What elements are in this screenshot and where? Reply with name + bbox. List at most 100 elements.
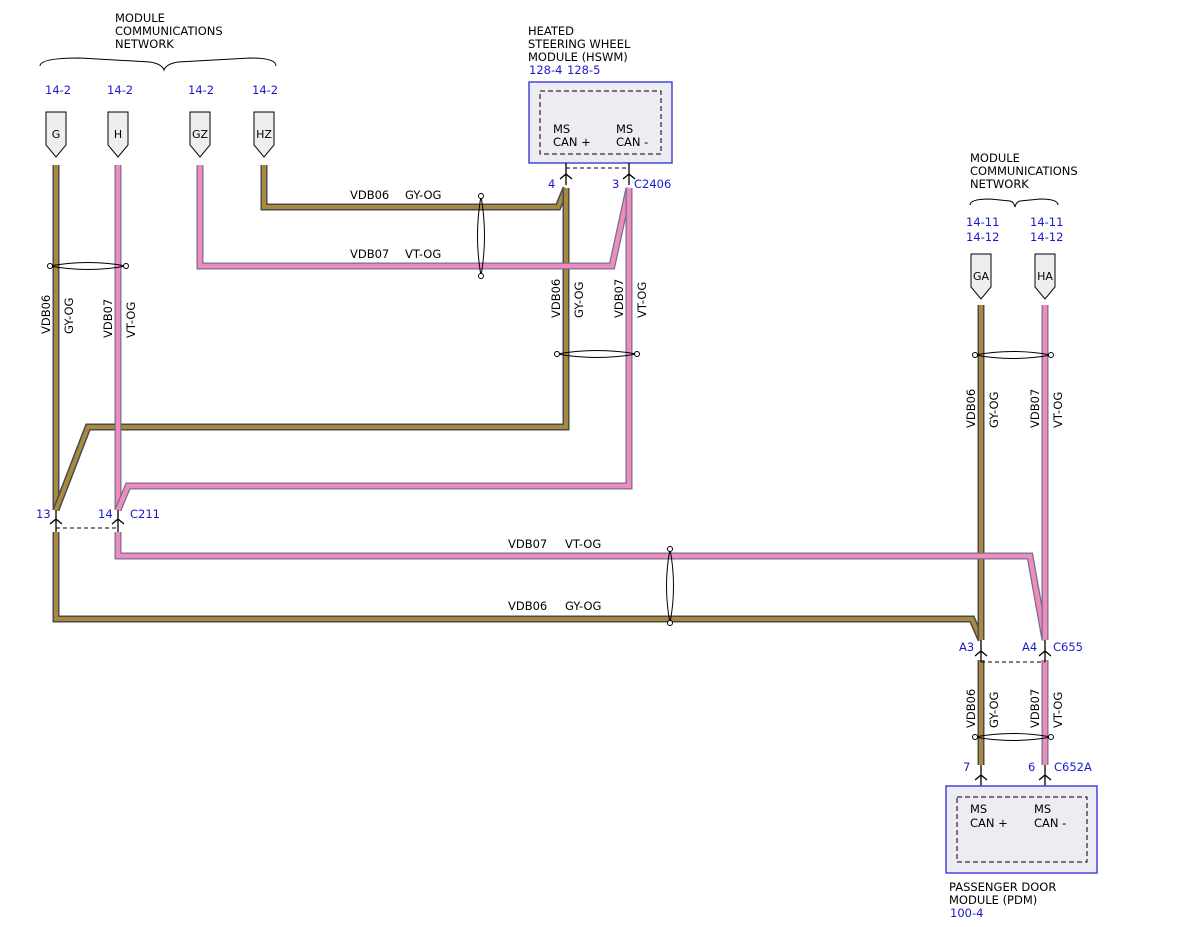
- label-pdm-minus-circuit: VDB07: [1028, 689, 1042, 728]
- hswm-pin-plus-line1: MS: [553, 122, 570, 136]
- label-hz-color: GY-OG: [405, 188, 441, 202]
- network-left-line1: MODULE: [115, 11, 165, 25]
- twisted-pair-symbols: [47, 193, 1054, 741]
- hswm-title-1: HEATED: [528, 24, 574, 38]
- network-brace-left: [39, 57, 277, 72]
- c655-name[interactable]: C655: [1053, 640, 1083, 654]
- hswm-pin-4-icon: [559, 163, 573, 185]
- connector-hz: HZ: [253, 111, 275, 158]
- connector-ga-label: GA: [973, 270, 990, 283]
- hswm-ref-1[interactable]: 128-4: [529, 63, 562, 77]
- hswm-module: MS CAN + MS CAN -: [528, 81, 673, 164]
- label-h-color: VT-OG: [124, 302, 138, 338]
- pdm-pin-minus-num: 6: [1028, 760, 1035, 774]
- label-c211-minus-color: VT-OG: [565, 537, 601, 551]
- label-gz-color: VT-OG: [405, 247, 441, 261]
- hswm-connector-c2406[interactable]: C2406: [634, 177, 671, 191]
- network-label-right: MODULE COMMUNICATIONS NETWORK: [970, 151, 1078, 191]
- connector-hz-label: HZ: [256, 128, 272, 141]
- hswm-pin-plus-line2: CAN +: [553, 135, 591, 149]
- pdm-pin-7-icon: [974, 765, 988, 786]
- c211-name[interactable]: C211: [130, 507, 160, 521]
- network-right-line2: COMMUNICATIONS: [970, 164, 1078, 178]
- pdm-title-2: MODULE (PDM): [949, 893, 1037, 907]
- label-c211-minus-circuit: VDB07: [508, 537, 547, 551]
- hswm-ref-2[interactable]: 128-5: [567, 63, 600, 77]
- pdm-pin-plus-num: 7: [963, 760, 970, 774]
- network-right-line1: MODULE: [970, 151, 1020, 165]
- wires-vdb07: [114, 165, 1049, 765]
- ref-g[interactable]: 14-2: [45, 83, 71, 97]
- pdm-pin-plus-line1: MS: [970, 802, 987, 816]
- c211-pin-a: 13: [36, 507, 51, 521]
- connector-h-label: H: [114, 128, 122, 141]
- label-ga-color: GY-OG: [987, 392, 1001, 428]
- ref-ga-1[interactable]: 14-11: [966, 215, 999, 229]
- hswm-label: HEATED STEERING WHEEL MODULE (HSWM) 128-…: [528, 24, 631, 77]
- hswm-title-2: STEERING WHEEL: [528, 37, 631, 51]
- connector-c211: 13 14 C211: [36, 507, 160, 532]
- connector-ha-label: HA: [1037, 270, 1053, 283]
- connector-ga: GA: [970, 253, 992, 300]
- c211-pin-b: 14: [98, 507, 113, 521]
- connector-g-label: G: [52, 128, 61, 141]
- label-hz-circuit: VDB06: [350, 188, 389, 202]
- label-pdm-plus-circuit: VDB06: [964, 689, 978, 728]
- c655-pin-a: A3: [959, 640, 974, 654]
- pdm-label: PASSENGER DOOR MODULE (PDM) 100-4: [949, 880, 1056, 920]
- network-right-line3: NETWORK: [970, 177, 1029, 191]
- hswm-pin-3-icon: [622, 163, 636, 185]
- hswm-title-3: MODULE (HSWM): [528, 50, 628, 64]
- connector-g: G: [45, 111, 67, 158]
- label-g-color: GY-OG: [62, 298, 76, 334]
- label-gz-circuit: VDB07: [350, 247, 389, 261]
- pdm-pin-plus-line2: CAN +: [970, 816, 1008, 830]
- label-pdm-minus-color: VT-OG: [1051, 692, 1065, 728]
- pdm-ref[interactable]: 100-4: [950, 906, 983, 920]
- pdm-pin-minus-line1: MS: [1034, 802, 1051, 816]
- wire-labels: VDB06 GY-OG VDB07 VT-OG VDB07 VT-OG VDB0…: [39, 188, 1065, 728]
- c655-pin-a3-icon: [974, 640, 988, 662]
- label-h-circuit: VDB07: [101, 299, 115, 338]
- network-label-left: MODULE COMMUNICATIONS NETWORK: [115, 11, 223, 51]
- hswm-pin-minus-line1: MS: [616, 122, 633, 136]
- ref-ha-1[interactable]: 14-11: [1030, 215, 1063, 229]
- pdm-module: MS CAN + MS CAN -: [945, 785, 1098, 874]
- c211-pin-14-icon: [111, 510, 125, 532]
- pdm-title-1: PASSENGER DOOR: [949, 880, 1056, 894]
- wires-vdb06: [52, 165, 985, 765]
- ref-ga-2[interactable]: 14-12: [966, 230, 999, 244]
- c211-pin-13-icon: [49, 510, 63, 532]
- ref-gz[interactable]: 14-2: [188, 83, 214, 97]
- label-hswm-minus-color: VT-OG: [635, 282, 649, 318]
- network-brace-right: [969, 198, 1059, 208]
- ref-h[interactable]: 14-2: [107, 83, 133, 97]
- label-g-circuit: VDB06: [39, 295, 53, 334]
- connector-c655: A3 A4 C655: [959, 640, 1083, 663]
- connector-ha: HA: [1034, 253, 1056, 300]
- pdm-pin-6-icon: [1038, 765, 1052, 786]
- label-hswm-plus-color: GY-OG: [572, 282, 586, 318]
- network-left-line2: COMMUNICATIONS: [115, 24, 223, 38]
- network-left-line3: NETWORK: [115, 37, 174, 51]
- label-hswm-plus-circuit: VDB06: [549, 279, 563, 318]
- ref-ha-2[interactable]: 14-12: [1030, 230, 1063, 244]
- hswm-pin-plus-num: 4: [548, 177, 555, 191]
- pdm-connector-c652a[interactable]: C652A: [1054, 760, 1092, 774]
- hswm-pin-minus-num: 3: [612, 177, 619, 191]
- connector-h: H: [107, 111, 129, 158]
- label-ga-circuit: VDB06: [964, 389, 978, 428]
- label-ha-color: VT-OG: [1051, 392, 1065, 428]
- hswm-pin-minus-line2: CAN -: [616, 135, 648, 149]
- c655-pin-b: A4: [1022, 640, 1037, 654]
- label-hswm-minus-circuit: VDB07: [612, 279, 626, 318]
- label-c211-plus-circuit: VDB06: [508, 599, 547, 613]
- label-ha-circuit: VDB07: [1028, 389, 1042, 428]
- connector-gz-label: GZ: [192, 128, 209, 141]
- ref-hz[interactable]: 14-2: [252, 83, 278, 97]
- pdm-pin-minus-line2: CAN -: [1034, 816, 1066, 830]
- label-pdm-plus-color: GY-OG: [987, 692, 1001, 728]
- connector-gz: GZ: [189, 111, 211, 158]
- label-c211-plus-color: GY-OG: [565, 599, 601, 613]
